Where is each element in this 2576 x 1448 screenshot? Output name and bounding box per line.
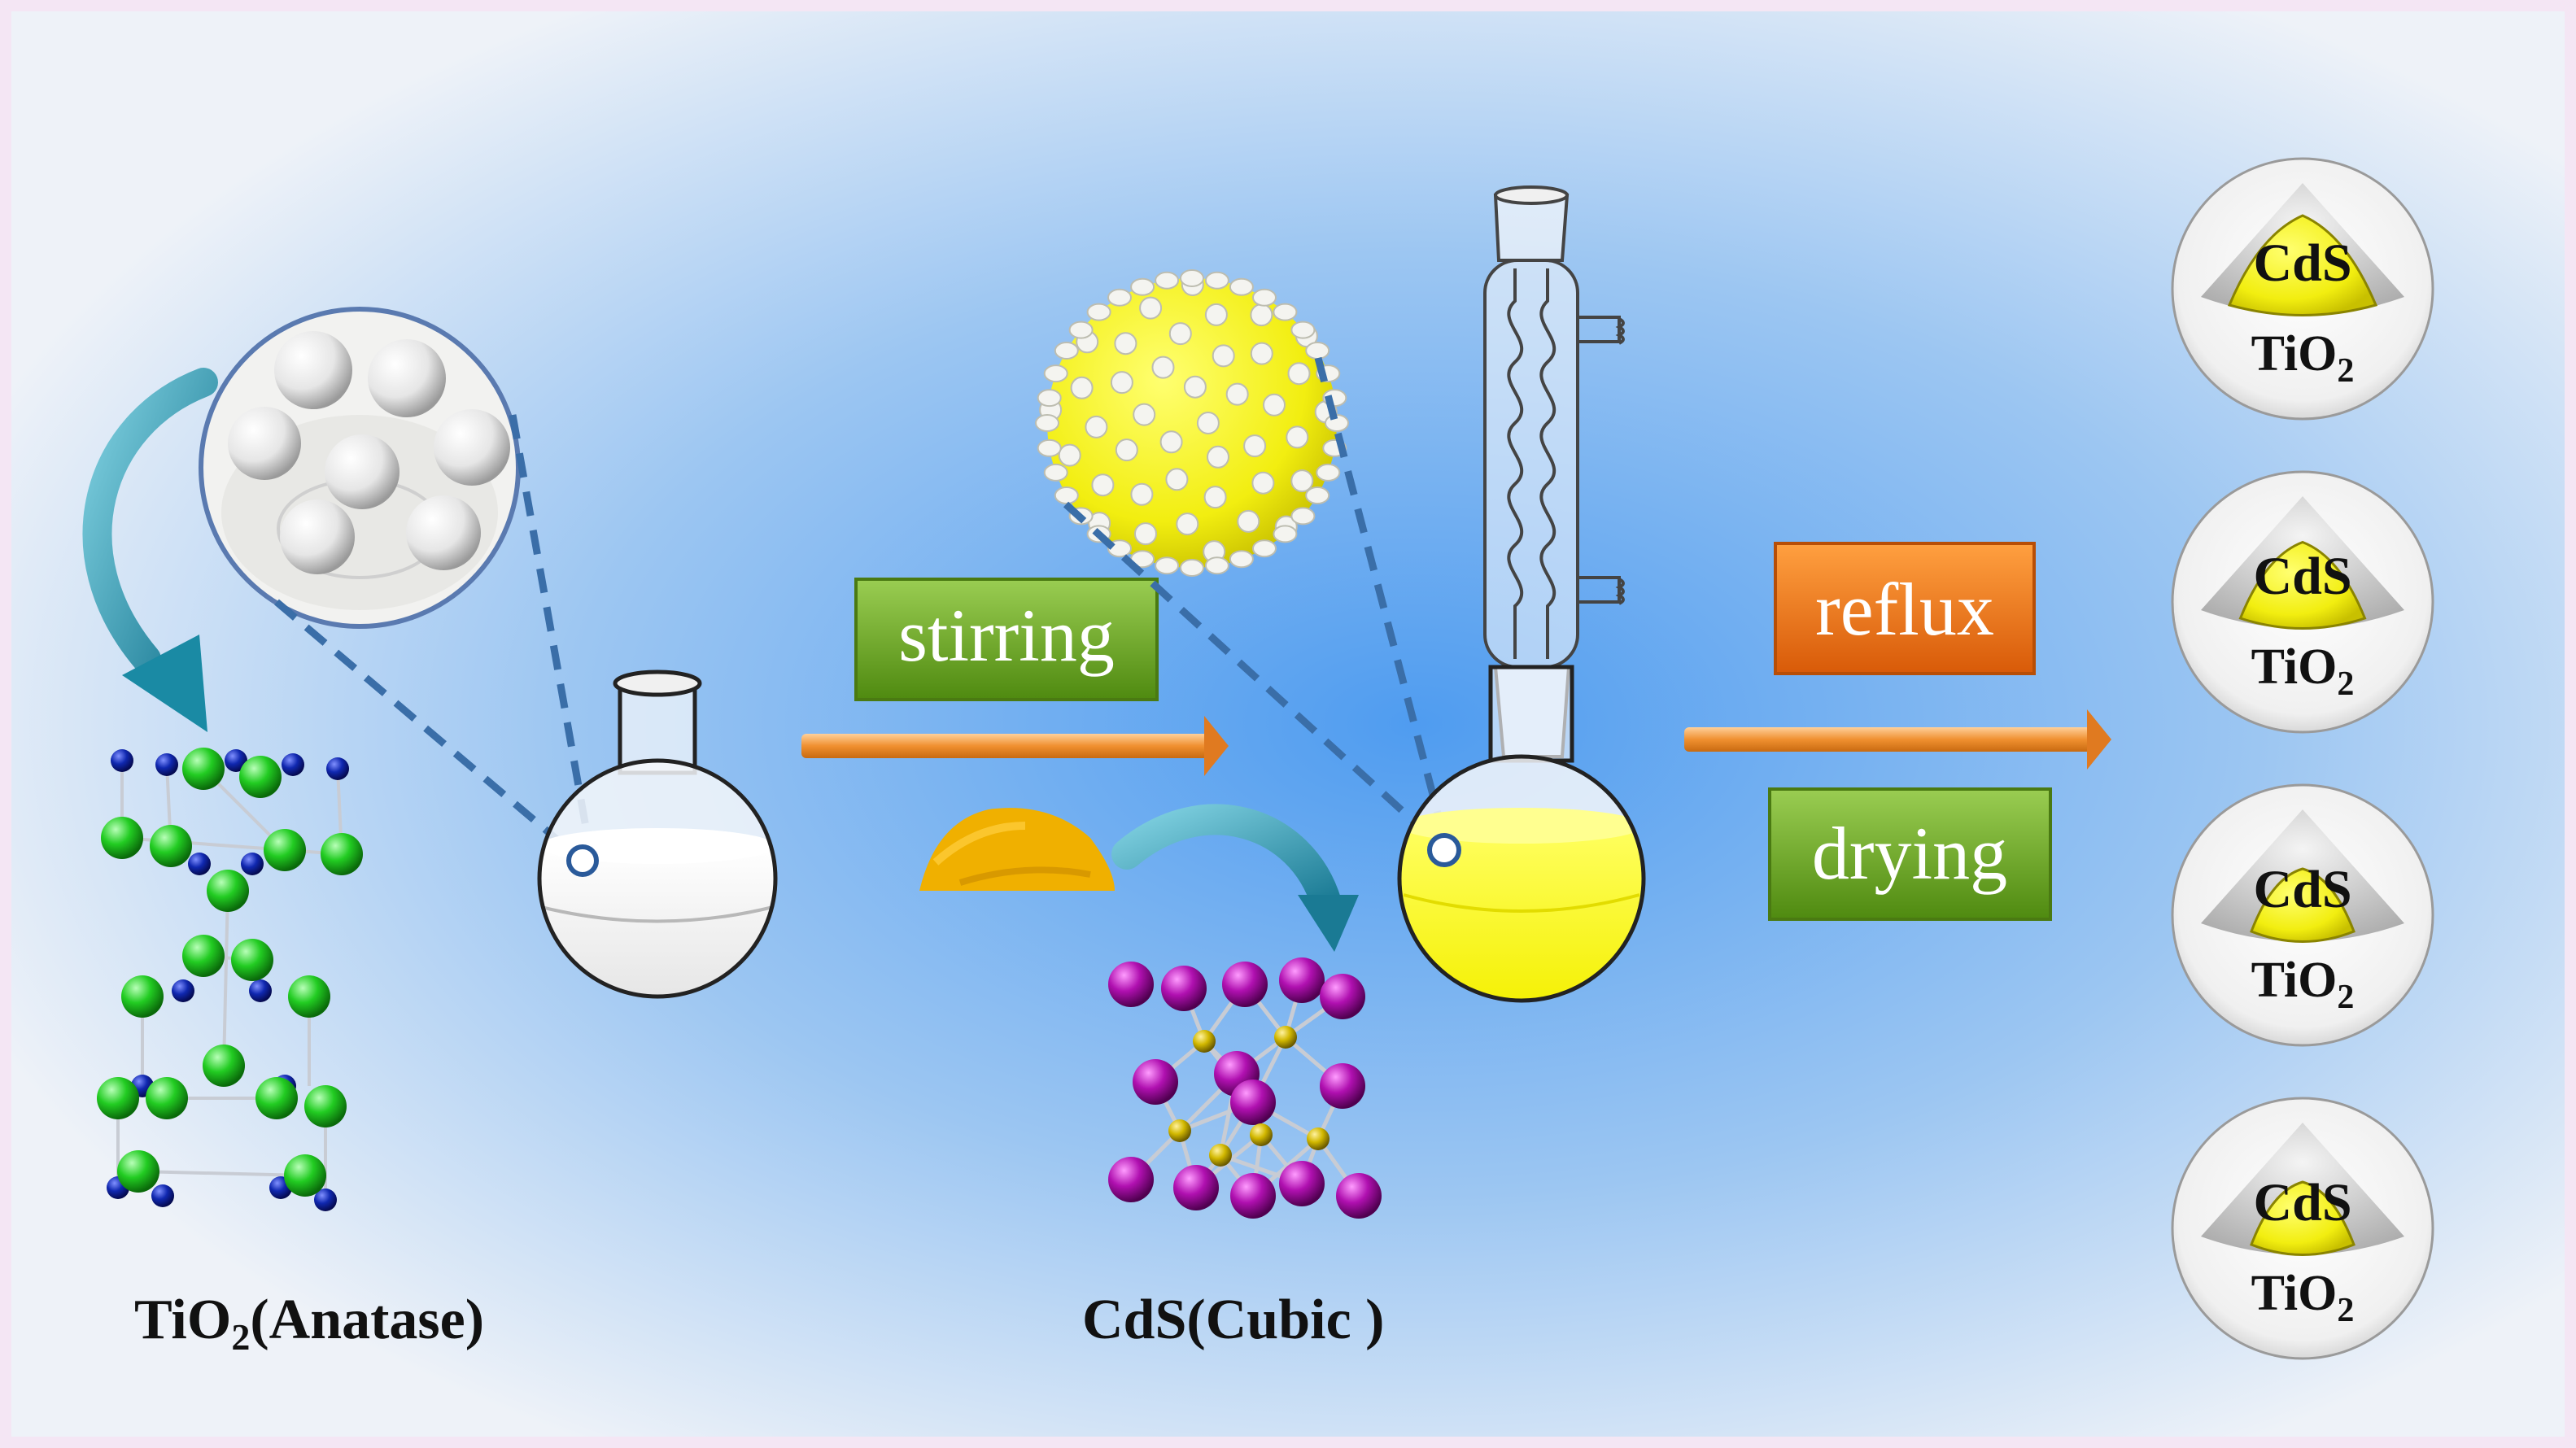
reflux-label: reflux (1815, 568, 1994, 651)
product-shell-label: TiO2 (2251, 953, 2355, 1016)
cds-powder-pile (919, 808, 1115, 891)
reflux-box: reflux (1774, 542, 2036, 675)
product-sphere-1: CdS TiO2 (2171, 157, 2434, 421)
drying-box: drying (1768, 787, 2052, 921)
cds-cubic-label: CdS(Cubic ) (1082, 1289, 1384, 1351)
product-shell-label: TiO2 (2251, 639, 2355, 703)
tio2-magnified-view (199, 307, 521, 629)
cds-cubic-structure (1108, 957, 1382, 1219)
product-core-label: CdS (2253, 547, 2351, 606)
stirring-label: stirring (898, 594, 1115, 677)
tio2-anatase-structure (97, 748, 363, 1211)
product-sphere-3: CdS TiO2 (2171, 783, 2434, 1047)
product-sphere-4: CdS TiO2 (2171, 1097, 2434, 1360)
product-sphere-2: CdS TiO2 (2171, 470, 2434, 734)
cds-coated-sphere (1035, 269, 1349, 577)
curved-arrow-middle (1111, 804, 1359, 952)
reflux-arrow (1684, 709, 2111, 770)
product-core-label: CdS (2253, 233, 2351, 293)
flask-yellow (1397, 665, 1646, 1003)
product-shell-label: TiO2 (2251, 326, 2355, 390)
tio2-anatase-label: TiO2(Anatase) (134, 1289, 484, 1358)
stirring-box: stirring (854, 578, 1159, 701)
curved-arrow-left (82, 368, 218, 732)
zoom-lines-flask2 (1063, 356, 1448, 841)
product-shell-label: TiO2 (2251, 1266, 2355, 1329)
stirring-arrow (801, 716, 1229, 776)
product-core-label: CdS (2253, 860, 2351, 919)
drying-label: drying (1812, 812, 2007, 895)
product-core-label: CdS (2253, 1173, 2351, 1232)
zoom-lines-flask1 (274, 414, 594, 853)
